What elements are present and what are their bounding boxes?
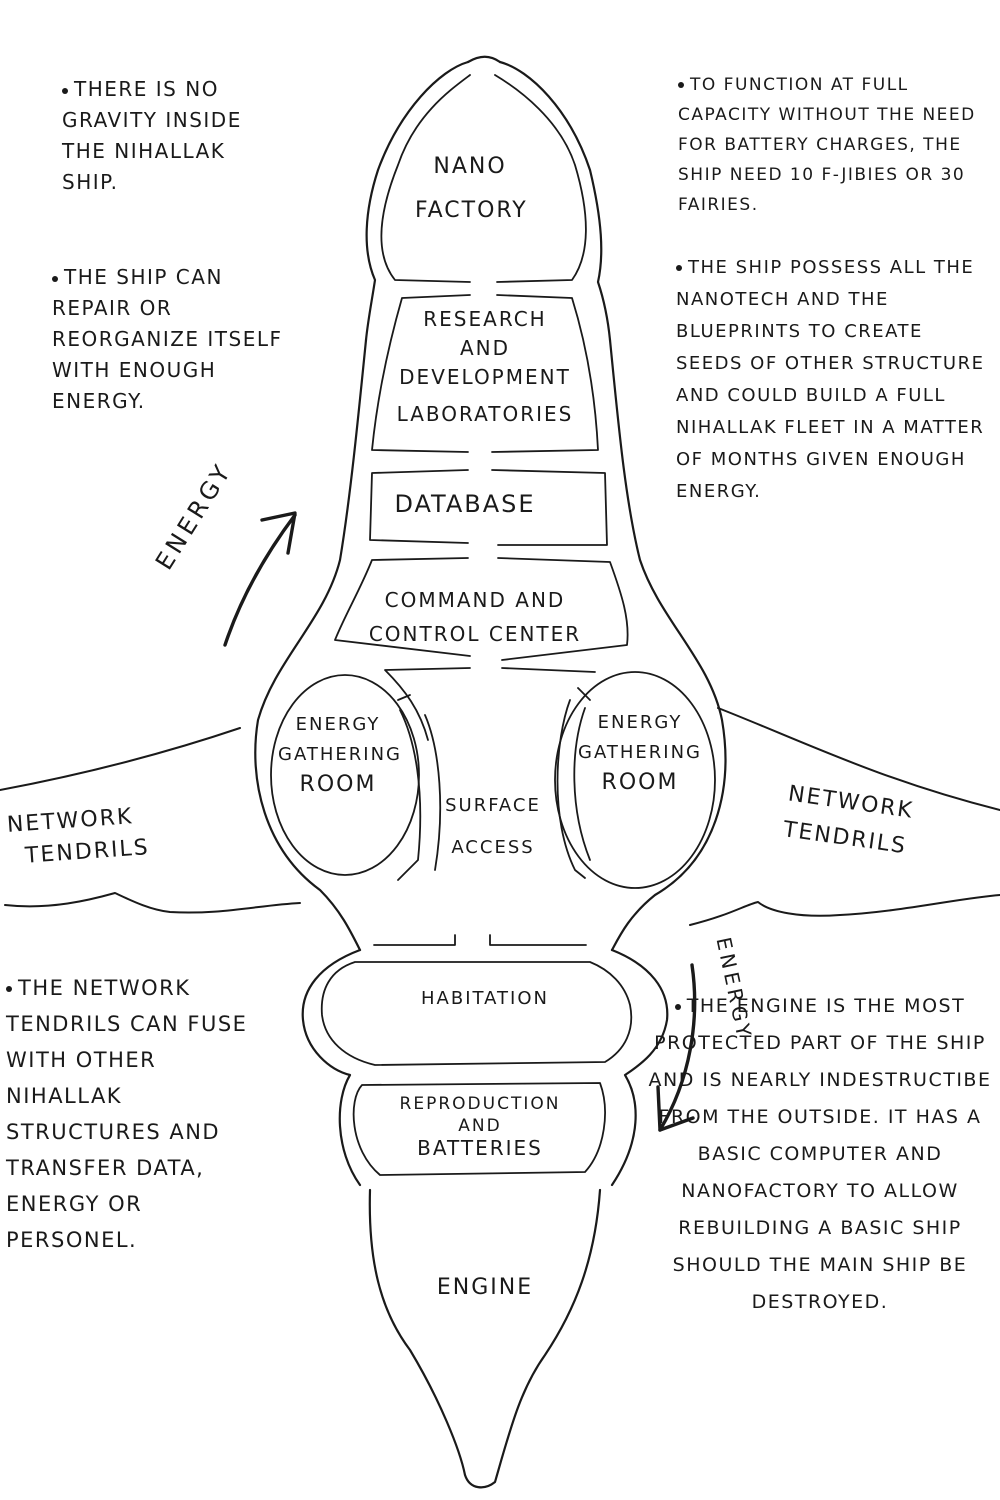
note-bottom-left-tendrils: The network tendrils can fuse with other… bbox=[6, 970, 276, 1258]
room-nano-factory: Nano Factory bbox=[395, 145, 545, 233]
bullet-icon bbox=[676, 265, 682, 271]
note-tendrils-text: The network tendrils can fuse with other… bbox=[6, 976, 248, 1252]
note-top-left-gravity: There is no gravity inside the Nihallak … bbox=[62, 74, 267, 198]
room-surface-access: Surface Access bbox=[438, 785, 548, 869]
room-research-label-1: Research bbox=[423, 307, 547, 331]
energy-room-left-shape bbox=[270, 674, 442, 881]
room-walls bbox=[320, 74, 633, 1176]
room-command-center: Command and Control Center bbox=[345, 583, 605, 651]
bullet-icon bbox=[678, 82, 684, 88]
bullet-icon bbox=[52, 275, 58, 282]
network-tendril-left-shape bbox=[0, 727, 301, 914]
reproduction-label-3: Batteries bbox=[417, 1136, 543, 1160]
ship-hull bbox=[254, 55, 727, 1489]
note-engine-text: The engine is the most protected part of… bbox=[648, 995, 992, 1313]
room-database-label: Database bbox=[394, 490, 536, 518]
room-research-labs: Research and Development Laboratories bbox=[380, 305, 590, 429]
room-engine-label: Engine bbox=[436, 1275, 534, 1300]
energy-arrow-down bbox=[656, 963, 697, 1132]
energy-right-label-2: Gathering bbox=[578, 742, 702, 763]
bullet-icon bbox=[62, 87, 68, 94]
energy-left-label-3: Room bbox=[299, 772, 377, 797]
room-command-label-2: Control Center bbox=[368, 622, 582, 646]
bullet-icon bbox=[6, 986, 12, 992]
note-capacity-text: To function at full capacity without the… bbox=[678, 75, 976, 215]
note-repair-text: The ship can repair or reorganize itself… bbox=[52, 265, 283, 413]
room-reproduction-batteries: Reproduction and Batteries bbox=[370, 1093, 590, 1159]
surface-access-label-2: Access bbox=[451, 837, 535, 858]
note-bottom-right-engine: The engine is the most protected part of… bbox=[645, 988, 995, 1321]
surface-access-label-1: Surface bbox=[445, 795, 541, 816]
room-habitation: Habitation bbox=[370, 988, 600, 1010]
energy-right-label-1: Energy bbox=[597, 712, 683, 733]
tendril-left-label: Network Tendrils bbox=[6, 803, 150, 871]
room-energy-gathering-left: Energy Gathering Room bbox=[278, 710, 402, 800]
reproduction-label-2: and bbox=[458, 1116, 502, 1136]
network-tendril-right-shape bbox=[689, 707, 1000, 926]
energy-left-label-1: Energy bbox=[295, 714, 381, 735]
room-database: Database bbox=[380, 490, 550, 519]
room-engine: Engine bbox=[415, 1275, 555, 1301]
room-research-label-3: Development bbox=[399, 365, 571, 389]
note-gravity-text: There is no gravity inside the Nihallak … bbox=[62, 77, 242, 194]
reproduction-label-1: Reproduction bbox=[399, 1094, 561, 1114]
note-top-right-nanotech: The ship possess all the nanotech and th… bbox=[676, 252, 986, 508]
bullet-icon bbox=[674, 1003, 681, 1010]
energy-left-label-2: Gathering bbox=[278, 744, 402, 765]
energy-room-right-shape bbox=[554, 671, 716, 889]
room-nano-factory-label: Nano Factory bbox=[415, 154, 528, 223]
energy-right-label-3: Room bbox=[601, 770, 679, 795]
note-top-right-capacity: To function at full capacity without the… bbox=[678, 70, 983, 220]
note-nanotech-text: The ship possess all the nanotech and th… bbox=[676, 257, 985, 502]
energy-arrow-up bbox=[223, 511, 297, 647]
room-energy-gathering-right: Energy Gathering Room bbox=[575, 708, 705, 798]
room-research-label-4: Laboratories bbox=[396, 402, 574, 426]
room-command-label-1: Command and bbox=[384, 588, 566, 612]
room-habitation-label: Habitation bbox=[421, 988, 549, 1009]
room-research-label-2: and bbox=[459, 336, 511, 360]
note-top-left-repair: The ship can repair or reorganize itself… bbox=[52, 262, 292, 417]
